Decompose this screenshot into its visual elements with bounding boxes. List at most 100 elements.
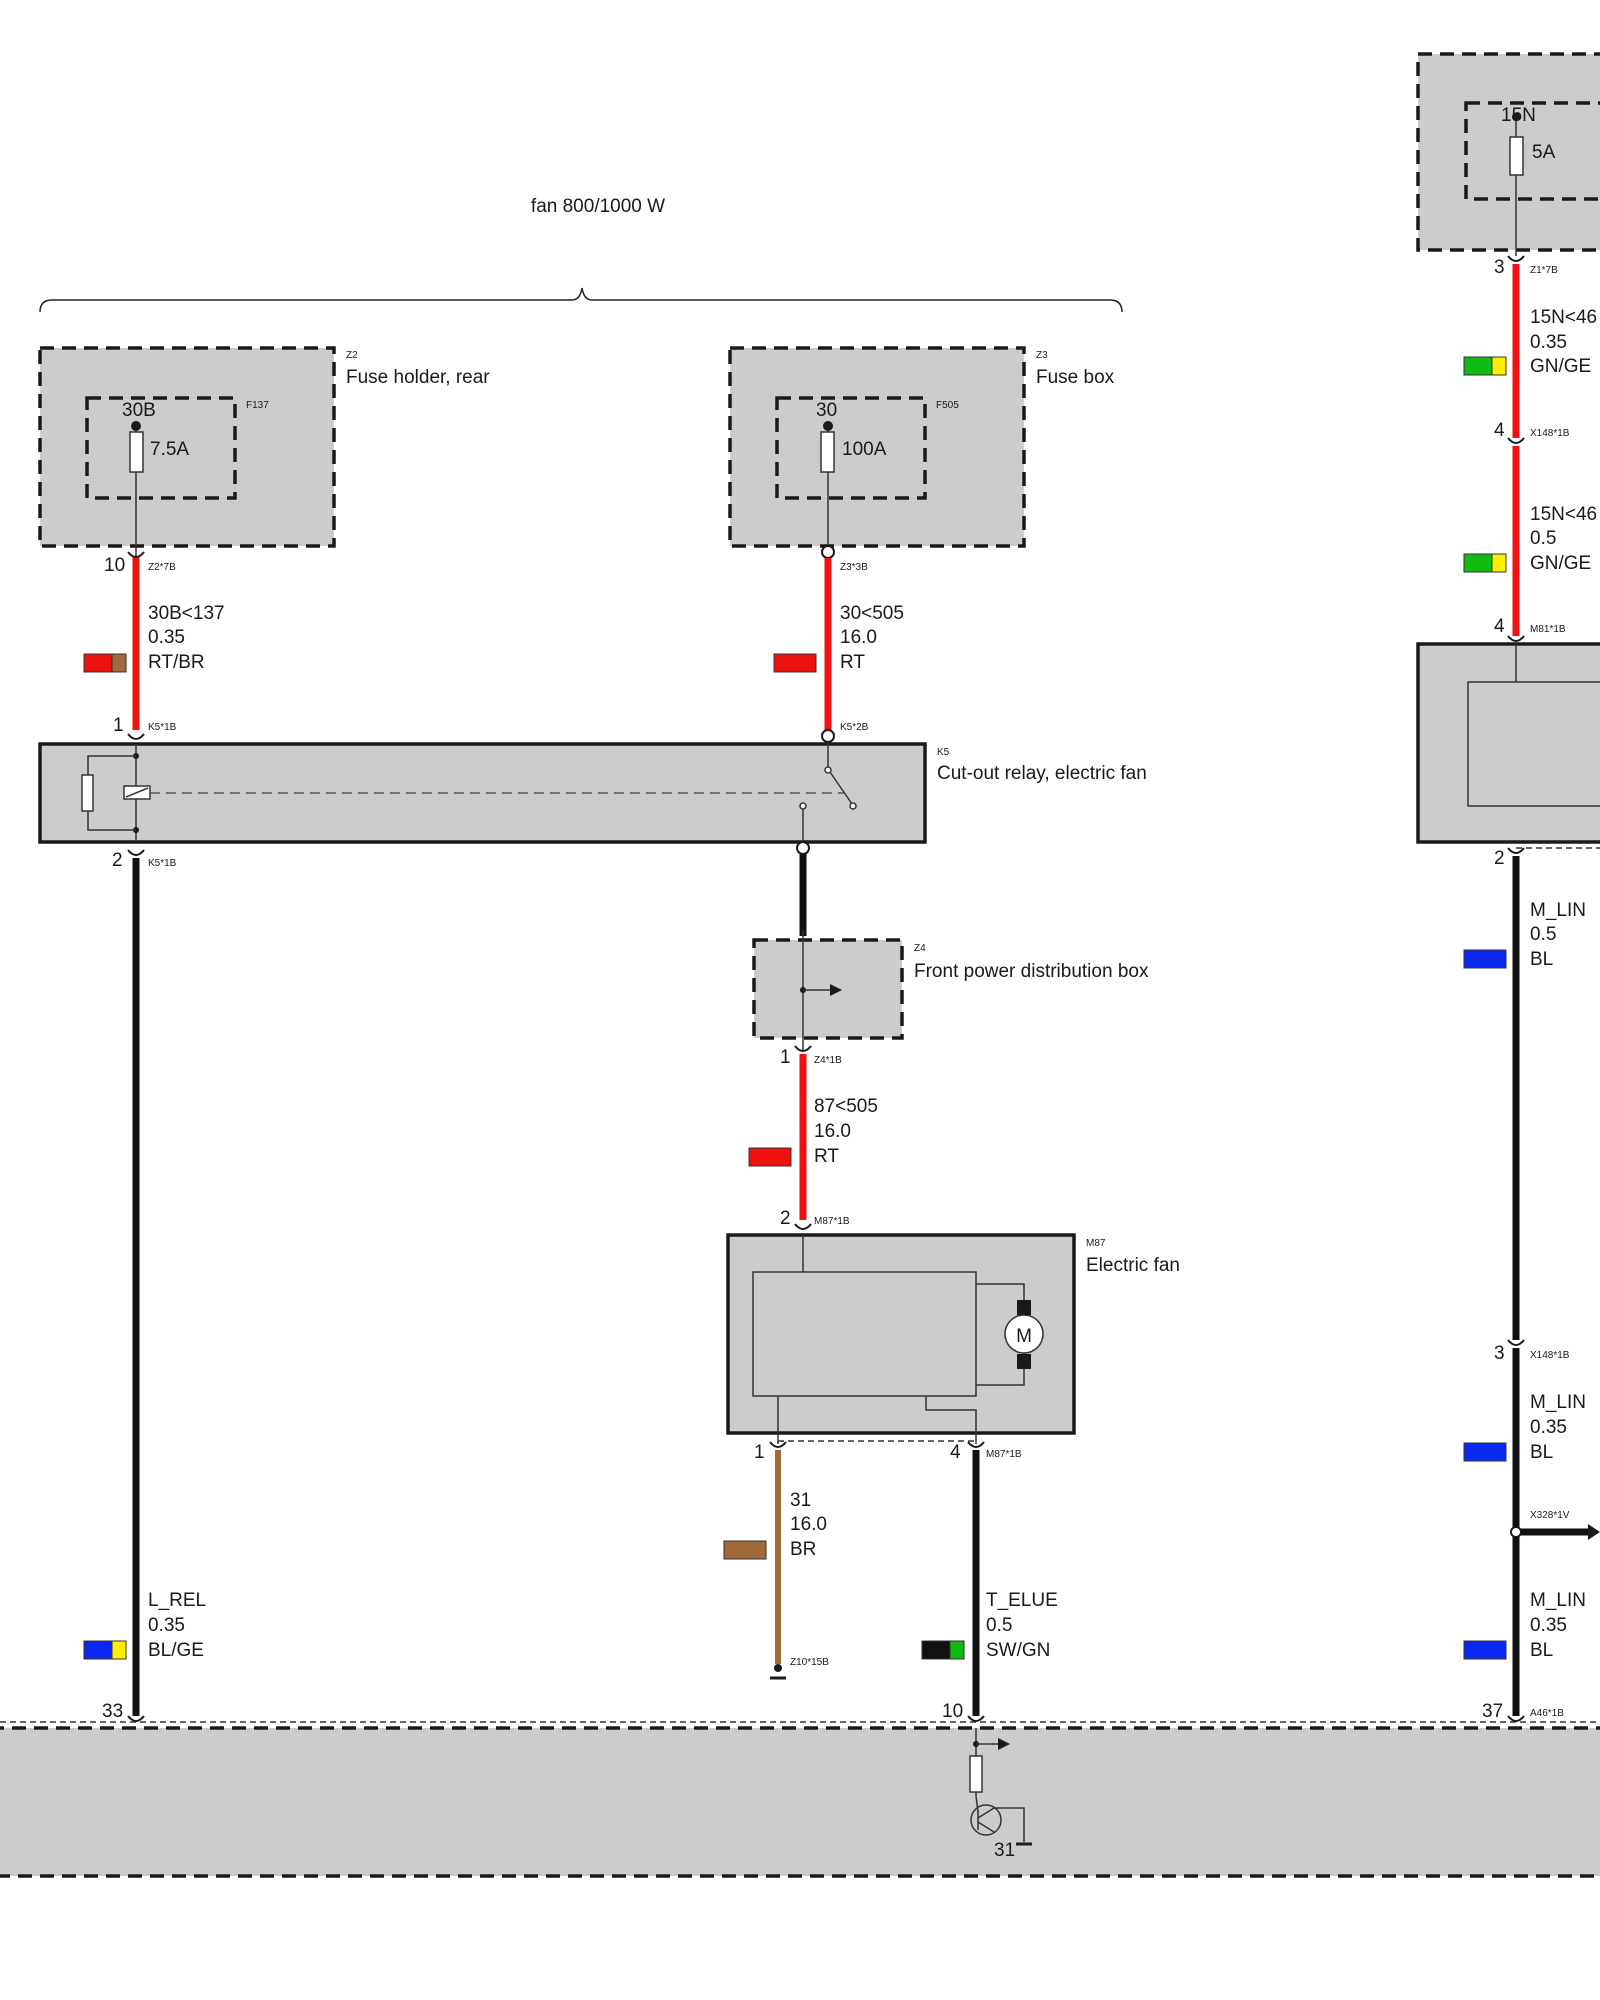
w11-color-chip — [1463, 1640, 1507, 1660]
w8-gauge: 0.5 — [1530, 528, 1556, 549]
x148-connector-id-top: X148*1B — [1530, 428, 1570, 439]
z2-connector-id: Z2*7B — [148, 562, 176, 573]
w8-signal: 15N<46 — [1530, 504, 1597, 525]
z1-terminal: 15N — [1501, 105, 1536, 126]
w5-color: BL/GE — [148, 1640, 204, 1661]
m87-code: M87 — [1086, 1238, 1106, 1249]
w3-color: RT — [814, 1146, 839, 1167]
z2-fuse-code: F137 — [246, 400, 269, 411]
w3-signal: 87<505 — [814, 1096, 878, 1117]
x148-pin4: 4 — [1494, 420, 1505, 441]
w3-gauge: 16.0 — [814, 1121, 851, 1142]
w10-signal: M_LIN — [1530, 1392, 1586, 1413]
m87-name: Electric fan — [1086, 1255, 1180, 1276]
splice-x328 — [1510, 1526, 1522, 1538]
fuse-box: 30 100A F505 — [728, 346, 1026, 550]
w5-gauge: 0.35 — [148, 1615, 185, 1636]
w1-color-chip — [83, 653, 127, 673]
w11-color: BL — [1530, 1640, 1553, 1661]
z4-code: Z4 — [914, 943, 926, 954]
module-m81 — [1416, 642, 1600, 849]
m87-connector-id-bottom: M87*1B — [986, 1449, 1022, 1460]
fuse-holder-rear: 30B 7.5A F137 — [38, 346, 336, 556]
a46-pin33: 33 — [102, 1701, 123, 1722]
w8-color: GN/GE — [1530, 553, 1591, 574]
w1-color: RT/BR — [148, 652, 205, 673]
w4-color: BR — [790, 1539, 816, 1560]
a46-pin10: 10 — [942, 1701, 963, 1722]
w11-gauge: 0.35 — [1530, 1615, 1567, 1636]
w9-color: BL — [1530, 949, 1553, 970]
m81-pin4: 4 — [1494, 616, 1505, 637]
m87-pin4: 4 — [950, 1442, 961, 1463]
k5-pin1: 1 — [113, 715, 124, 736]
w5-color-chip — [83, 1640, 127, 1660]
w2-color-chip — [773, 653, 817, 673]
w6-gauge: 0.5 — [986, 1615, 1012, 1636]
w4-gauge: 16.0 — [790, 1514, 827, 1535]
w4-color-chip — [723, 1540, 767, 1560]
z2-name: Fuse holder, rear — [346, 367, 490, 388]
x148-pin3: 3 — [1494, 1343, 1505, 1364]
w11-signal: M_LIN — [1530, 1590, 1586, 1611]
z4-connector-id: Z4*1B — [814, 1055, 842, 1066]
z3-code: Z3 — [1036, 350, 1048, 361]
m87-pin1: 1 — [754, 1442, 765, 1463]
w7-color-chip — [1463, 356, 1507, 376]
a46-ground-terminal: 31 — [994, 1840, 1015, 1861]
a46-pin37: 37 — [1482, 1701, 1503, 1722]
z3-name: Fuse box — [1036, 367, 1115, 388]
z2-code: Z2 — [346, 350, 358, 361]
z4-pin: 1 — [780, 1047, 791, 1068]
w7-gauge: 0.35 — [1530, 332, 1567, 353]
w5-signal: L_REL — [148, 1590, 206, 1611]
control-unit-a46: 31 — [0, 1721, 1600, 1878]
a46-connector-id: A46*1B — [1530, 1708, 1564, 1719]
m81-connector-id: M81*1B — [1530, 624, 1566, 635]
w9-signal: M_LIN — [1530, 900, 1586, 921]
w6-color: SW/GN — [986, 1640, 1050, 1661]
z3-terminal: 30 — [816, 400, 837, 421]
z2-terminal: 30B — [122, 400, 156, 421]
z3-connector-id: Z3*3B — [840, 562, 868, 573]
splice-connector-id: X328*1V — [1530, 1510, 1570, 1521]
z1-rating: 5A — [1532, 142, 1556, 163]
w7-signal: 15N<46 — [1530, 307, 1597, 328]
x148-connector-id-bottom: X148*1B — [1530, 1350, 1570, 1361]
w3-color-chip — [748, 1147, 792, 1167]
k5-code: K5 — [937, 747, 950, 758]
w1-gauge: 0.35 — [148, 627, 185, 648]
group-label: fan 800/1000 W — [531, 196, 665, 217]
w10-color-chip — [1463, 1442, 1507, 1462]
w6-signal: T_ELUE — [986, 1590, 1058, 1611]
z2-pin: 10 — [104, 555, 125, 576]
fuse-z1: 15N 5A — [1416, 52, 1600, 256]
front-power-distribution-box — [752, 930, 904, 1050]
w10-color: BL — [1530, 1442, 1553, 1463]
w4-signal: 31 — [790, 1490, 811, 1511]
k5-pin2: 2 — [112, 850, 123, 871]
w2-gauge: 16.0 — [840, 627, 877, 648]
z3-fuse-code: F505 — [936, 400, 959, 411]
z1-pin: 3 — [1494, 257, 1505, 278]
z3-rating: 100A — [842, 439, 887, 460]
w7-color: GN/GE — [1530, 356, 1591, 377]
ground-connector-id: Z10*15B — [790, 1657, 829, 1668]
w2-signal: 30<505 — [840, 603, 904, 624]
group-brace — [39, 287, 1123, 313]
m87-pin2: 2 — [780, 1208, 791, 1229]
z2-rating: 7.5A — [150, 439, 189, 460]
w8-color-chip — [1463, 553, 1507, 573]
k5-name: Cut-out relay, electric fan — [937, 763, 1147, 784]
m87-connector-id-top: M87*1B — [814, 1216, 850, 1227]
w6-color-chip — [921, 1640, 965, 1660]
motor-symbol: M — [1016, 1326, 1032, 1347]
w10-gauge: 0.35 — [1530, 1417, 1567, 1438]
w2-color: RT — [840, 652, 865, 673]
electric-fan: M — [726, 1233, 1076, 1444]
k5-connector-id-top: K5*2B — [840, 722, 869, 733]
z1-connector-id: Z1*7B — [1530, 265, 1558, 276]
w9-color-chip — [1463, 949, 1507, 969]
w1-signal: 30B<137 — [148, 603, 225, 624]
